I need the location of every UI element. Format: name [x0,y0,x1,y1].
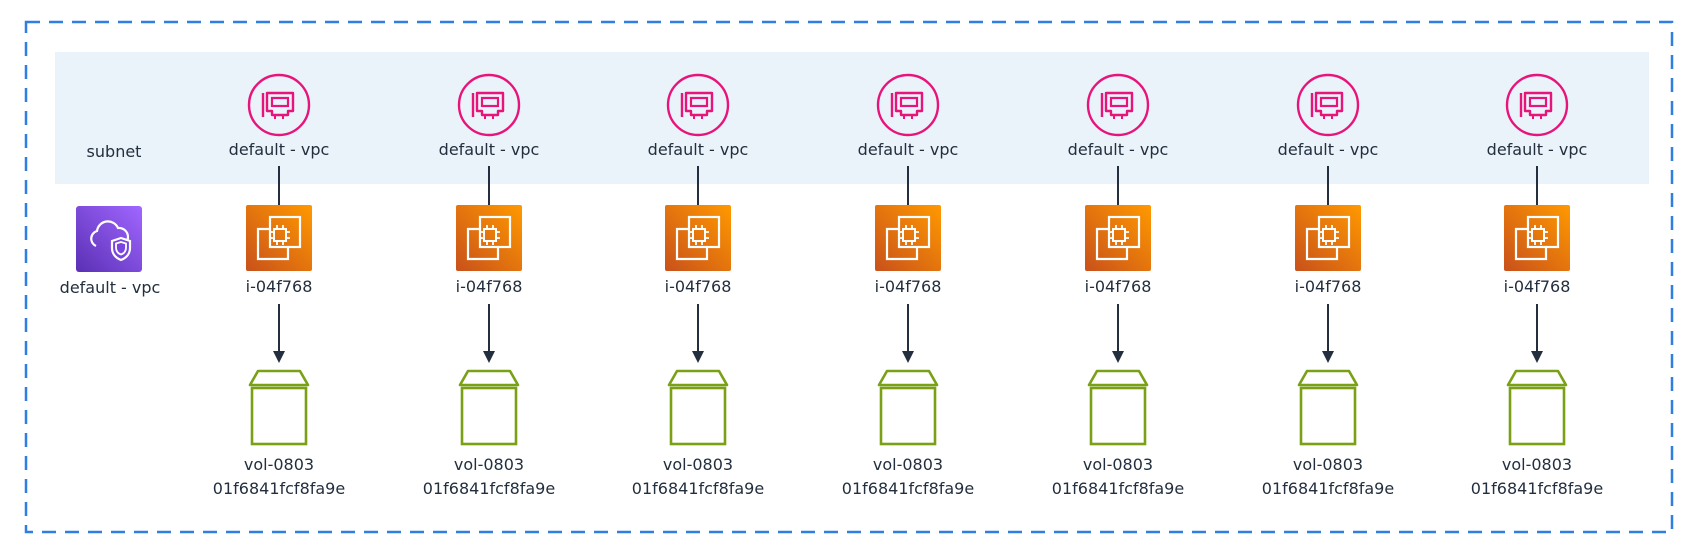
vpc-label: default - vpc [59,278,161,297]
ebs-volume-label-line2: 01f6841fcf8fa9e [212,479,346,498]
ec2-instance-icon [1295,205,1361,271]
network-interface-label: default - vpc [438,140,540,159]
network-interface-icon [1086,73,1150,137]
ec2-instance-icon [875,205,941,271]
network-interface-icon [666,73,730,137]
ec2-instance-label: i-04f768 [455,277,523,296]
ebs-volume-label-line1: vol-0803 [1082,455,1154,474]
ebs-volume-label-line1: vol-0803 [872,455,944,474]
network-interface-icon [457,73,521,137]
ec2-instance-icon [665,205,731,271]
ebs-volume-label-line2: 01f6841fcf8fa9e [1051,479,1185,498]
ebs-volume-icon [1506,369,1568,446]
subnet-band [55,52,1649,184]
network-interface-label: default - vpc [1067,140,1169,159]
ec2-instance-label: i-04f768 [664,277,732,296]
ebs-volume-icon [458,369,520,446]
ebs-volume-label-line2: 01f6841fcf8fa9e [1470,479,1604,498]
ec2-instance-label: i-04f768 [1084,277,1152,296]
ebs-volume-label-line1: vol-0803 [453,455,525,474]
network-interface-label: default - vpc [857,140,959,159]
ec2-instance-icon [1085,205,1151,271]
ebs-volume-label-line1: vol-0803 [1292,455,1364,474]
ebs-volume-icon [248,369,310,446]
network-interface-label: default - vpc [228,140,330,159]
ebs-volume-label-line2: 01f6841fcf8fa9e [422,479,556,498]
ebs-volume-icon [1087,369,1149,446]
network-interface-icon [1505,73,1569,137]
ebs-volume-label-line1: vol-0803 [1501,455,1573,474]
ebs-volume-label-line1: vol-0803 [662,455,734,474]
ec2-instance-label: i-04f768 [245,277,313,296]
ebs-volume-icon [667,369,729,446]
network-interface-label: default - vpc [1486,140,1588,159]
ebs-volume-label-line2: 01f6841fcf8fa9e [631,479,765,498]
ebs-volume-label-line1: vol-0803 [243,455,315,474]
ebs-volume-icon [877,369,939,446]
network-interface-label: default - vpc [647,140,749,159]
ec2-instance-label: i-04f768 [1294,277,1362,296]
subnet-label: subnet [86,142,142,161]
network-interface-icon [247,73,311,137]
ec2-instance-label: i-04f768 [874,277,942,296]
ec2-instance-label: i-04f768 [1503,277,1571,296]
ebs-volume-icon [1297,369,1359,446]
ec2-instance-icon [1504,205,1570,271]
network-interface-label: default - vpc [1277,140,1379,159]
ebs-volume-label-line2: 01f6841fcf8fa9e [841,479,975,498]
network-interface-icon [1296,73,1360,137]
ebs-volume-label-line2: 01f6841fcf8fa9e [1261,479,1395,498]
vpc-shield-icon [76,206,142,272]
ec2-instance-icon [456,205,522,271]
network-interface-icon [876,73,940,137]
ec2-instance-icon [246,205,312,271]
